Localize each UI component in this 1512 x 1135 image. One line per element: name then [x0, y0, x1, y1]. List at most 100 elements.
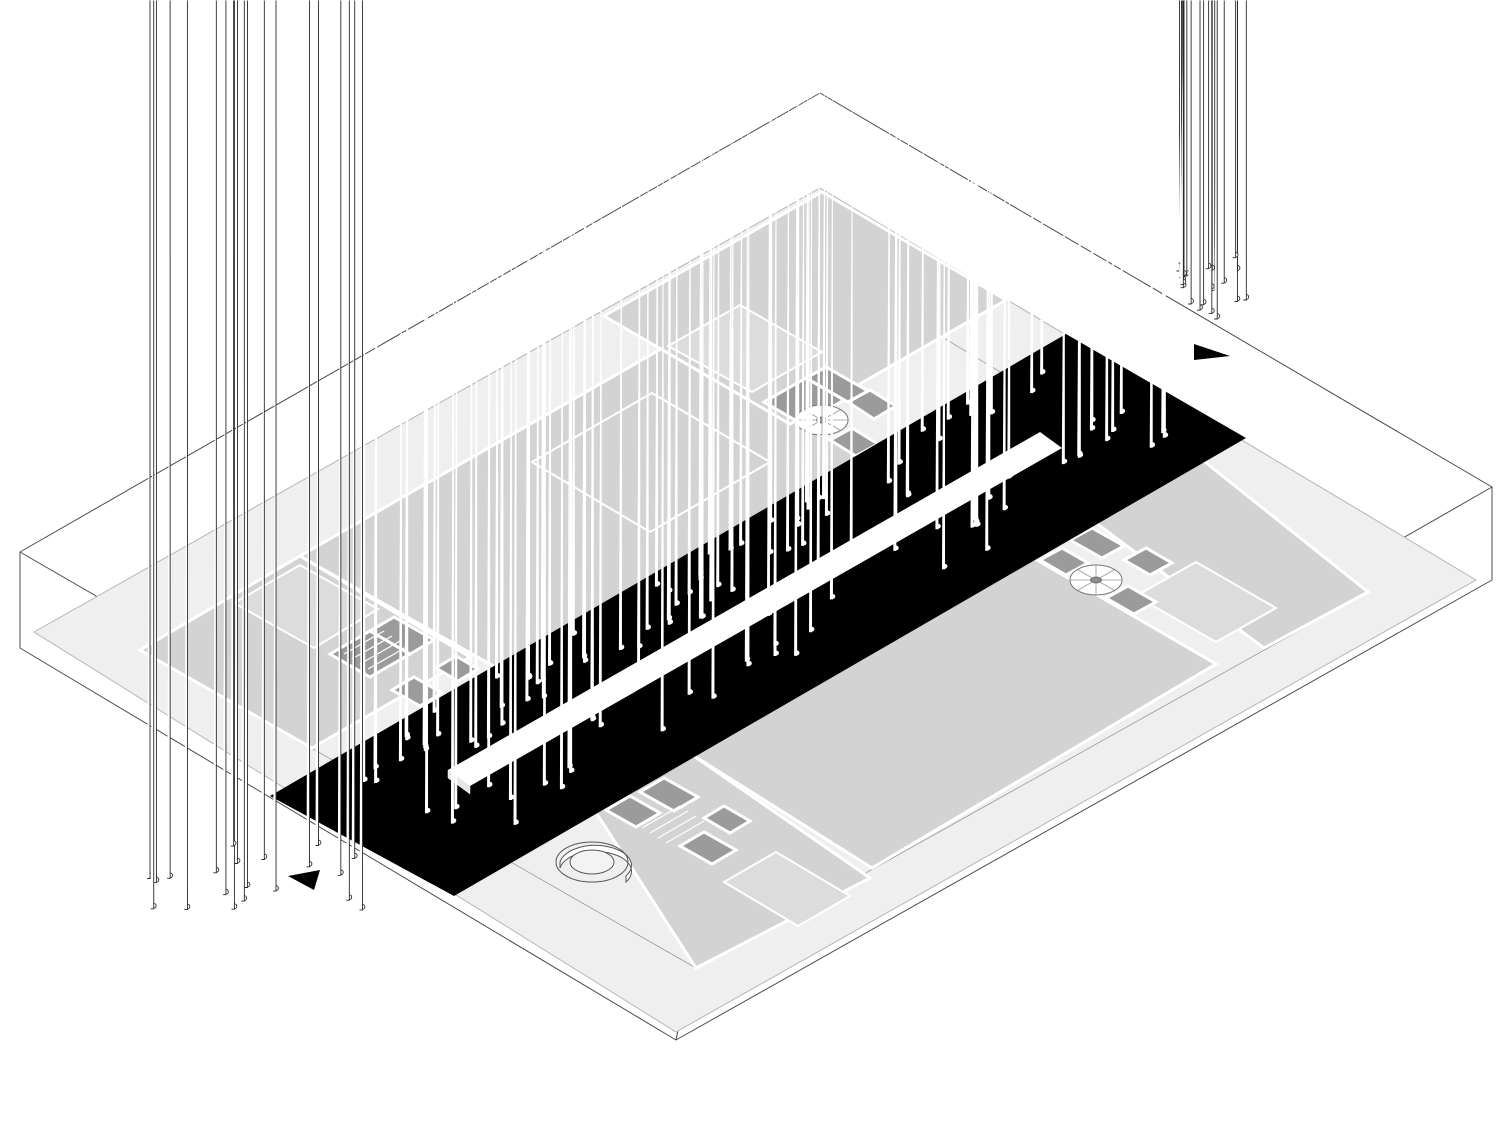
person-icon — [540, 0, 546, 682]
person-icon — [1188, 0, 1194, 305]
person-icon — [1105, 0, 1111, 442]
person-icon — [773, 0, 779, 656]
person-icon — [1243, 0, 1250, 301]
core-block-s4 — [701, 804, 753, 835]
person-icon — [768, 0, 774, 555]
person-icon — [809, 0, 815, 633]
person-icon — [436, 0, 442, 737]
core-block-e1 — [1036, 546, 1092, 577]
person-icon — [1149, 0, 1156, 448]
person-icon — [822, 0, 828, 500]
person-icon — [486, 0, 493, 739]
person-icon — [346, 0, 353, 901]
person-icon — [1040, 0, 1046, 375]
person-icon — [213, 0, 220, 874]
person-icon — [425, 0, 431, 814]
person-icon — [1161, 0, 1167, 434]
person-icon — [744, 0, 751, 662]
core-block-s3 — [676, 830, 740, 866]
entrance-arrow-icon — [1194, 344, 1230, 360]
person-icon — [508, 0, 515, 800]
person-icon — [935, 0, 941, 530]
person-icon — [500, 0, 506, 726]
person-icon — [598, 0, 605, 728]
person-icon — [687, 0, 693, 595]
person-icon — [666, 0, 673, 621]
person-icon — [804, 0, 811, 503]
core-block-e3 — [1120, 546, 1176, 577]
person-icon — [184, 0, 191, 911]
person-icon — [513, 0, 519, 825]
service-core-south — [602, 776, 753, 866]
person-icon — [739, 0, 745, 546]
person-icon — [674, 0, 680, 606]
person-icon — [1002, 0, 1008, 511]
person-icon — [795, 0, 801, 521]
person-icon — [450, 0, 457, 824]
person-icon — [150, 0, 157, 910]
circular-bench-icon — [555, 841, 632, 884]
person-icon — [707, 0, 714, 555]
people-outside — [147, 0, 1250, 911]
person-icon — [937, 0, 943, 442]
person-icon — [987, 0, 993, 500]
person-icon — [571, 0, 578, 636]
person-icon — [829, 0, 836, 600]
person-icon — [359, 0, 366, 911]
person-icon — [234, 0, 241, 864]
person-icon — [654, 0, 661, 587]
person-icon — [454, 0, 460, 810]
person-icon — [548, 0, 554, 666]
person-icon — [526, 0, 533, 679]
person-icon — [1089, 0, 1096, 431]
service-core-east — [1036, 526, 1176, 616]
person-icon — [946, 0, 953, 420]
person-icon — [698, 0, 705, 619]
person-icon — [153, 0, 160, 884]
person-icon — [315, 0, 322, 846]
person-icon — [404, 0, 410, 738]
person-icon — [920, 0, 927, 432]
straight-stair-icon — [641, 805, 705, 844]
person-icon — [801, 0, 807, 546]
person-icon — [1180, 0, 1187, 286]
core-block-s1 — [602, 794, 664, 829]
person-icon — [1030, 0, 1036, 394]
person-icon — [273, 0, 279, 892]
person-icon — [905, 0, 912, 496]
person-icon — [942, 0, 948, 570]
people-on-corridor — [362, 0, 1169, 825]
person-icon — [495, 0, 501, 679]
person-icon — [222, 0, 229, 896]
person-icon — [897, 0, 903, 465]
core-block-s2 — [636, 776, 702, 813]
person-icon — [824, 0, 831, 516]
person-icon — [567, 0, 573, 769]
person-icon — [559, 0, 566, 790]
person-icon — [261, 0, 268, 860]
person-icon — [711, 0, 717, 699]
person-icon — [535, 0, 542, 685]
person-icon — [582, 0, 588, 659]
person-icon — [167, 0, 173, 879]
person-icon — [1214, 0, 1221, 320]
person-icon — [970, 0, 976, 528]
person-icon — [716, 0, 722, 588]
person-icon — [306, 0, 313, 868]
person-icon — [894, 0, 900, 535]
person-icon — [469, 0, 475, 743]
room-east-1 — [1133, 560, 1279, 644]
person-icon — [972, 0, 979, 415]
person-icon — [337, 0, 344, 876]
person-icon — [1119, 0, 1126, 414]
person-icon — [660, 0, 666, 732]
person-icon — [1208, 0, 1215, 315]
person-icon — [244, 0, 251, 888]
person-icon — [1061, 0, 1068, 465]
person-icon — [351, 0, 358, 860]
person-icon — [1205, 0, 1212, 270]
room-west-1 — [231, 563, 380, 650]
person-icon — [374, 0, 380, 783]
person-icon — [966, 0, 972, 405]
